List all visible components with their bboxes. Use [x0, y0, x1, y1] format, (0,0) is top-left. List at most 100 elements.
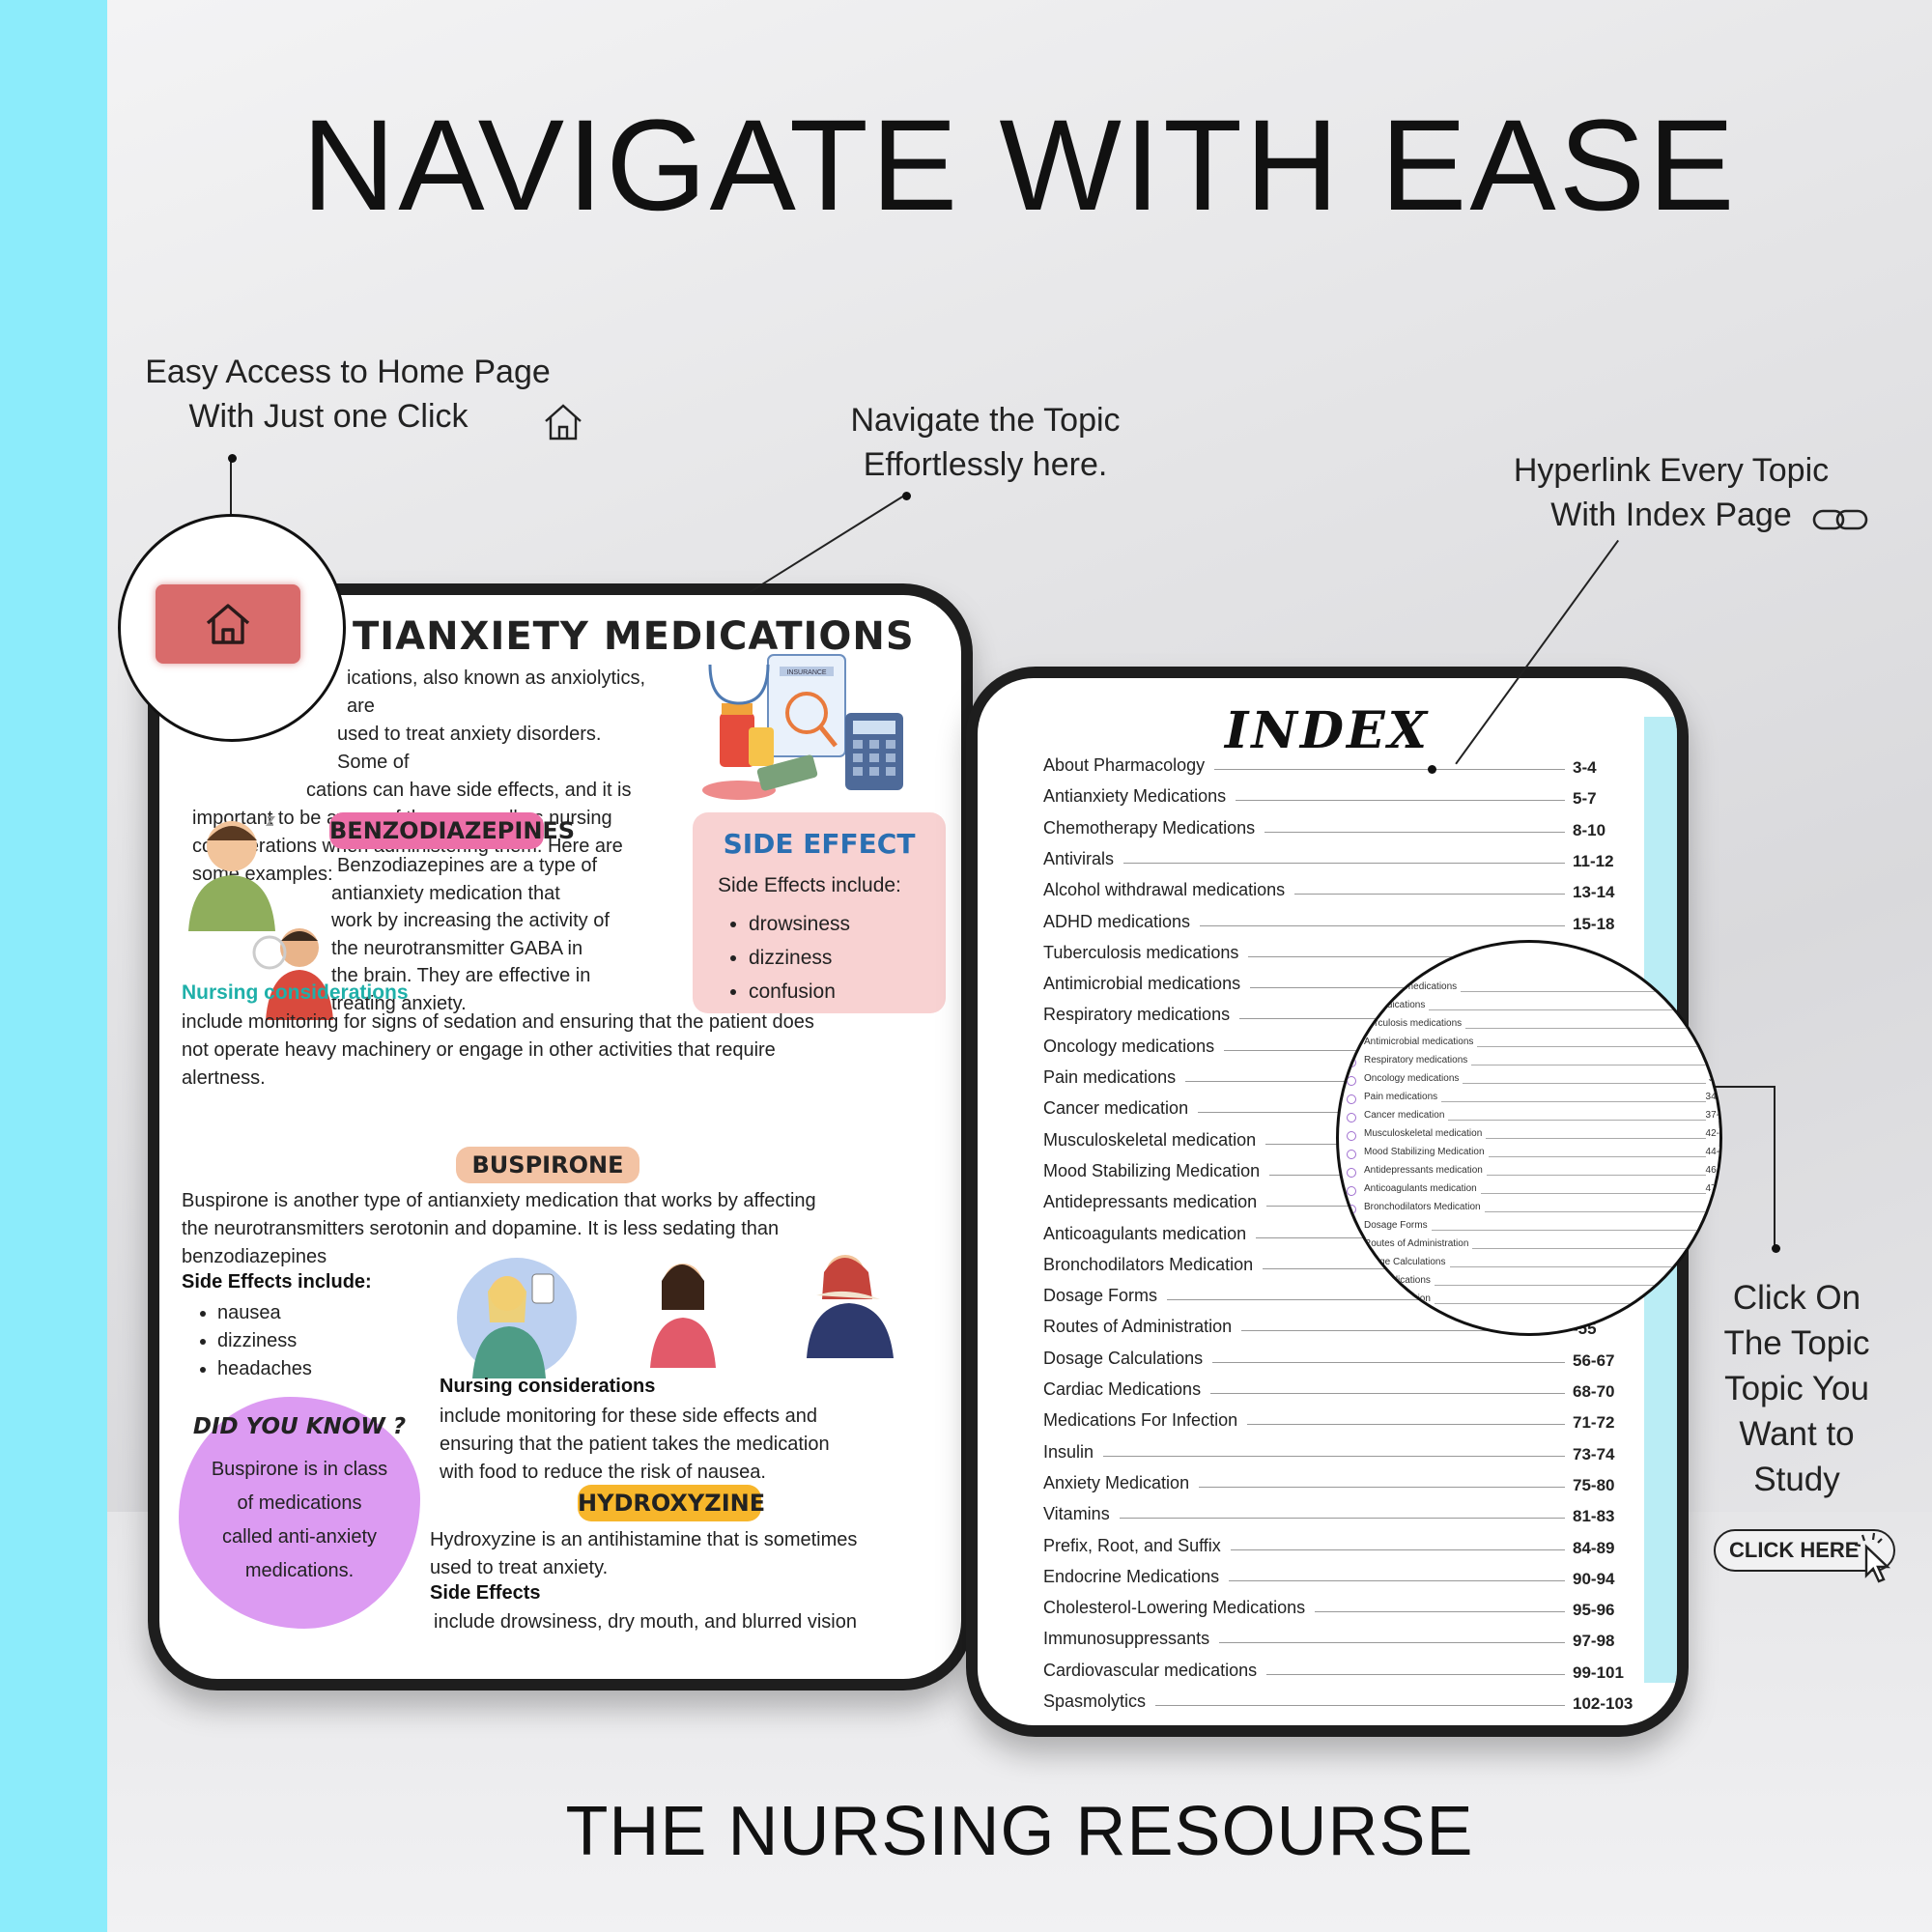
index-topic-link[interactable]: Insulin — [1043, 1441, 1104, 1463]
magnified-topic-link[interactable]: D medications — [1364, 1000, 1430, 1010]
magnified-topic-link[interactable]: Antimicrobial medications — [1364, 1037, 1478, 1047]
index-topic-link[interactable]: Pain medications — [1043, 1067, 1186, 1088]
index-topic-link[interactable]: Dosage Forms — [1043, 1286, 1168, 1307]
index-topic-link[interactable]: Alcohol withdrawal medications — [1043, 880, 1295, 901]
index-topic-link[interactable]: Dosage Calculations — [1043, 1348, 1213, 1369]
index-topic-link[interactable]: Chemotherapy Medications — [1043, 817, 1265, 838]
index-row[interactable]: Antimicrobial medications — [1043, 974, 1642, 999]
magnified-topic-link[interactable]: Pain medications — [1364, 1092, 1442, 1102]
index-row[interactable]: Respiratory medications — [1043, 1005, 1642, 1030]
magnified-topic-link[interactable]: Mood Stabilizing Medication — [1364, 1147, 1489, 1157]
index-topic-link[interactable]: Vitamins — [1043, 1504, 1120, 1525]
index-topic-link[interactable]: Tuberculosis medications — [1043, 942, 1249, 963]
magnified-index-row[interactable]: Antimicrobial medications — [1339, 1037, 1719, 1053]
magnified-topic-link[interactable]: Routes of Administration — [1364, 1238, 1473, 1249]
magnified-topic-link[interactable]: Oncology medications — [1364, 1073, 1463, 1084]
magnified-topic-link[interactable]: Cancer medication — [1364, 1110, 1449, 1121]
magnified-topic-link[interactable]: ithdrawal medications — [1364, 981, 1462, 992]
index-topic-link[interactable]: Antidepressants medication — [1043, 1192, 1267, 1213]
magnified-topic-link[interactable]: Dosage Forms — [1364, 1220, 1432, 1231]
magnified-index-row[interactable]: Dosage Forms — [1339, 1220, 1719, 1236]
index-row[interactable]: Anticoagulants medication — [1043, 1223, 1642, 1249]
index-topic-link[interactable]: Oncology medications — [1043, 1036, 1225, 1057]
index-topic-link[interactable]: Cancer medication — [1043, 1098, 1199, 1120]
magnified-topic-link[interactable]: osage Calculations — [1364, 1257, 1450, 1267]
index-row[interactable]: Bronchodilators Medication — [1043, 1254, 1642, 1280]
index-topic-link[interactable]: Medications For Infection — [1043, 1410, 1248, 1432]
index-topic-link[interactable]: Antianxiety Medications — [1043, 786, 1236, 808]
magnified-index-row[interactable]: ns For Infection — [1339, 1293, 1719, 1310]
index-row[interactable]: Oncology medications — [1043, 1036, 1642, 1062]
magnified-topic-link[interactable]: Anticoagulants medication — [1364, 1183, 1481, 1194]
magnified-index-row[interactable]: berculosis medications — [1339, 1018, 1719, 1035]
magnified-index-row[interactable]: ithdrawal medications — [1339, 981, 1719, 998]
magnified-topic-link[interactable]: Antidepressants medication — [1364, 1165, 1487, 1176]
magnified-index-row[interactable]: D medications — [1339, 1000, 1719, 1016]
index-topic-link[interactable]: Bronchodilators Medication — [1043, 1254, 1264, 1275]
magnified-topic-link[interactable]: Bronchodilators Medication — [1364, 1202, 1485, 1212]
index-row[interactable]: Antidepressants medication — [1043, 1192, 1642, 1217]
index-leader-line — [1043, 1049, 1565, 1051]
index-row[interactable]: Dosage Forms — [1043, 1286, 1642, 1311]
index-topic-link[interactable]: About Pharmacology — [1043, 755, 1215, 776]
index-topic-link[interactable]: Respiratory medications — [1043, 1005, 1240, 1026]
magnified-topic-link[interactable]: ns For Infection — [1364, 1293, 1435, 1304]
index-topic-link[interactable]: Cardiac Medications — [1043, 1379, 1211, 1400]
index-topic-link[interactable]: Musculoskeletal medication — [1043, 1129, 1266, 1151]
click-here-button[interactable]: CLICK HERE — [1714, 1529, 1895, 1572]
index-topic-link[interactable]: Anxiety Medication — [1043, 1472, 1200, 1493]
index-topic-link[interactable]: Cardiovascular medications — [1043, 1660, 1267, 1681]
magnified-index-row[interactable]: iac Medications — [1339, 1275, 1719, 1292]
index-row[interactable]: Mood Stabilizing Medication — [1043, 1160, 1642, 1186]
index-row[interactable]: Musculoskeletal medication — [1043, 1129, 1642, 1155]
index-topic-link[interactable]: Antivirals — [1043, 848, 1124, 869]
magnified-index-row[interactable]: Routes of Administration — [1339, 1238, 1719, 1255]
index-topic-link[interactable]: Spasmolytics — [1043, 1691, 1156, 1712]
index-topic-link[interactable]: Cholesterol-Lowering Medications — [1043, 1598, 1316, 1619]
index-row[interactable]: Tuberculosis medications — [1043, 942, 1642, 968]
magnified-topic-link[interactable]: Musculoskeletal medication — [1364, 1128, 1487, 1139]
home-button[interactable] — [156, 584, 300, 664]
index-topic-link[interactable]: Prefix, Root, and Suffix — [1043, 1535, 1231, 1556]
index-topic-link[interactable]: Immunosuppressants — [1043, 1629, 1220, 1650]
magnified-topic-link[interactable]: Respiratory medications — [1364, 1055, 1472, 1065]
index-topic-link[interactable]: Anticoagulants medication — [1043, 1223, 1257, 1244]
magnified-index-row[interactable]: osage Calculations — [1339, 1257, 1719, 1273]
index-topic-link[interactable]: ADHD medications — [1043, 911, 1201, 932]
index-row[interactable]: Cancer medication — [1043, 1098, 1642, 1123]
index-topic-link[interactable]: Mood Stabilizing Medication — [1043, 1160, 1270, 1181]
index-row[interactable]: Pain medications — [1043, 1067, 1642, 1093]
magnified-topic-link[interactable]: iac Medications — [1364, 1275, 1435, 1286]
index-topic-link[interactable]: Endocrine Medications — [1043, 1566, 1230, 1587]
index-topic-link[interactable]: Routes of Administration — [1043, 1317, 1242, 1338]
magnified-topic-link[interactable]: berculosis medications — [1364, 1018, 1466, 1029]
index-topic-link[interactable]: Antimicrobial medications — [1043, 974, 1251, 995]
